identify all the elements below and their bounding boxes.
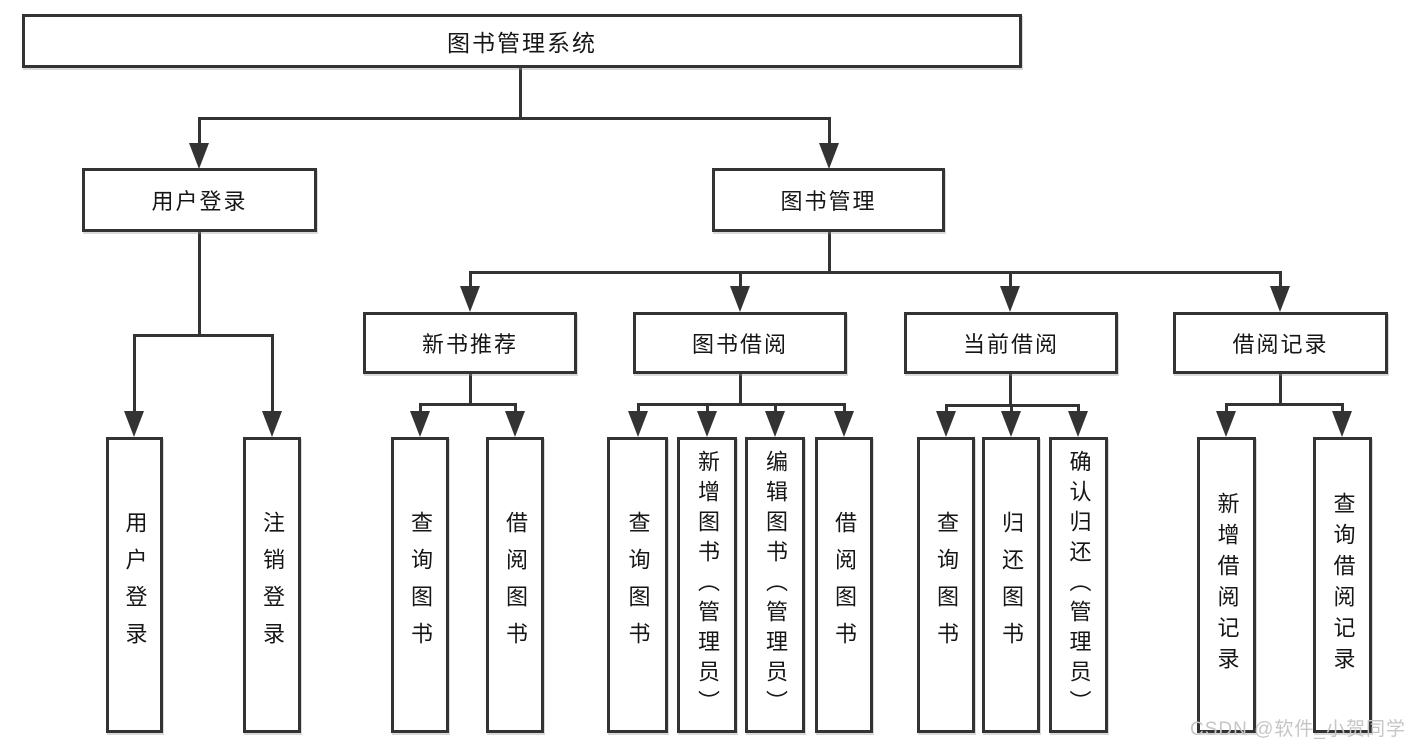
arrow-down-icon [936,411,956,437]
node-label: 注销登录 [260,511,285,659]
node-label: 当前借阅 [962,332,1059,357]
node-leaf-query-books: 查询图书 [391,437,449,733]
node-new-book-recommend: 新书推荐 [363,312,577,374]
connector-line [1279,374,1282,405]
node-label: 图书借阅 [691,332,788,357]
node-label: 确认归还（管理员） [1066,450,1092,720]
node-leaf-borrow-books: 借阅图书 [486,437,544,733]
connector-line [706,403,709,413]
node-leaf-confirm-return-admin: 确认归还（管理员） [1049,437,1108,733]
node-borrowing-records: 借阅记录 [1173,312,1388,374]
connector-line [133,334,136,413]
node-leaf-borrow-books: 借阅图书 [815,437,873,733]
node-root: 图书管理系统 [22,14,1022,68]
node-book-management: 图书管理 [712,168,945,232]
arrow-down-icon [1000,286,1020,312]
node-label: 新增借阅记录 [1214,492,1240,678]
connector-line [271,334,274,413]
arrow-down-icon [697,411,717,437]
arrow-down-icon [628,411,648,437]
connector-line [133,334,274,337]
connector-line [1341,403,1344,413]
connector-line [774,403,777,413]
node-leaf-query-books: 查询图书 [917,437,975,733]
node-root-label: 图书管理系统 [447,30,597,56]
connector-line [419,403,422,413]
arrow-down-icon [1001,411,1021,437]
arrow-down-icon [505,411,525,437]
node-leaf-logout: 注销登录 [243,437,301,733]
node-label: 用户登录 [122,511,148,659]
node-label: 查询图书 [625,511,651,659]
node-book-borrowing: 图书借阅 [633,312,847,374]
connector-line [828,117,831,145]
connector-line [739,271,742,288]
connector-line [198,117,831,120]
node-leaf-query-borrow-record: 查询借阅记录 [1313,437,1372,733]
arrow-down-icon [819,143,839,169]
connector-line [419,403,517,406]
arrow-down-icon [765,411,785,437]
node-leaf-user-login: 用户登录 [106,437,163,733]
node-label: 查询图书 [934,511,959,659]
node-label: 借阅图书 [503,511,528,659]
node-label: 编辑图书（管理员） [763,450,788,720]
node-label: 新增图书（管理员） [695,450,720,720]
arrow-down-icon [1216,411,1236,437]
node-label: 归还图书 [999,511,1024,659]
connector-line [198,232,201,336]
connector-line [637,403,846,406]
arrow-down-icon [124,411,144,437]
arrow-down-icon [410,411,430,437]
connector-line [739,374,742,405]
arrow-down-icon [1270,286,1290,312]
node-label: 借阅图书 [832,511,857,659]
connector-line [198,117,201,145]
arrow-down-icon [834,411,854,437]
node-leaf-add-borrow-record: 新增借阅记录 [1197,437,1256,733]
connector-line [828,232,831,273]
connector-line [945,404,948,413]
connector-line [519,68,522,119]
connector-line [1009,271,1012,288]
connector-line [1077,404,1080,413]
node-leaf-edit-book-admin: 编辑图书（管理员） [745,437,805,733]
node-leaf-query-books: 查询图书 [607,437,668,733]
connector-line [1009,374,1012,406]
connector-line [1279,271,1282,288]
node-label: 用户登录 [151,189,248,214]
connector-line [637,403,640,413]
arrow-down-icon [460,286,480,312]
connector-line [1010,404,1013,413]
connector-line [1225,403,1344,406]
arrow-down-icon [262,411,282,437]
arrow-down-icon [189,143,209,169]
node-label: 图书管理 [780,189,877,214]
arrow-down-icon [1332,411,1352,437]
node-label: 查询借阅记录 [1330,492,1356,678]
arrow-down-icon [1068,411,1088,437]
node-leaf-return-book: 归还图书 [982,437,1040,733]
node-label: 查询图书 [408,511,433,659]
node-user-login: 用户登录 [82,168,317,232]
watermark: CSDN @软件_小贺同学 [1190,719,1405,740]
node-leaf-add-book-admin: 新增图书（管理员） [677,437,737,733]
connector-line [469,374,472,405]
connector-line [469,271,1282,274]
node-label: 借阅记录 [1232,332,1329,357]
connector-line [843,403,846,413]
node-current-borrowing: 当前借阅 [904,312,1118,374]
connector-line [514,403,517,413]
node-label: 新书推荐 [421,332,518,357]
connector-line [1225,403,1228,413]
arrow-down-icon [730,286,750,312]
connector-line [469,271,472,288]
